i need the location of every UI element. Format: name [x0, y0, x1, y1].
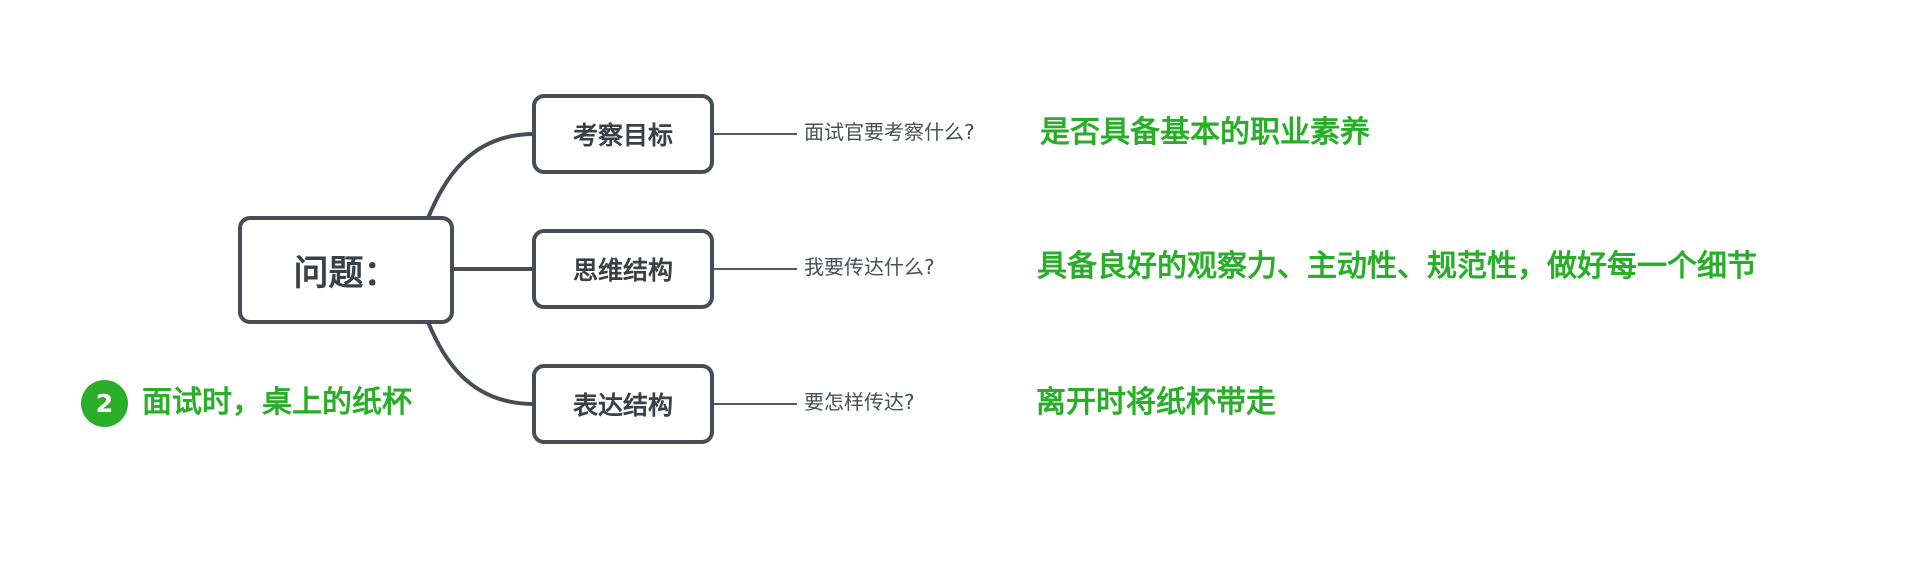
- root-node-box: 问题：: [238, 216, 454, 324]
- question-thinking: 我要传达什么?: [804, 255, 935, 279]
- branch-label-thinking: 思维结构: [572, 256, 673, 285]
- connector-root-to-goal: [426, 132, 535, 219]
- root-node-label: 问题：: [293, 253, 399, 294]
- branch-label-goal: 考察目标: [572, 121, 673, 150]
- branch-label-expression: 表达结构: [572, 391, 673, 420]
- question-goal: 面试官要考察什么?: [804, 120, 975, 144]
- step-number-badge: 2: [81, 380, 128, 427]
- connector-root-to-expression: [426, 321, 535, 406]
- question-expression: 要怎样传达?: [804, 390, 915, 414]
- answer-thinking: 具备良好的观察力、主动性、规范性，做好每一个细节: [1037, 249, 1757, 284]
- scenario-text: 面试时，桌上的纸杯: [142, 385, 412, 420]
- branch-node-goal: 考察目标: [532, 94, 714, 174]
- answer-goal: 是否具备基本的职业素养: [1040, 115, 1370, 150]
- branch-node-expression: 表达结构: [532, 364, 714, 444]
- branch-node-thinking: 思维结构: [532, 229, 714, 309]
- answer-expression: 离开时将纸杯带走: [1036, 385, 1276, 420]
